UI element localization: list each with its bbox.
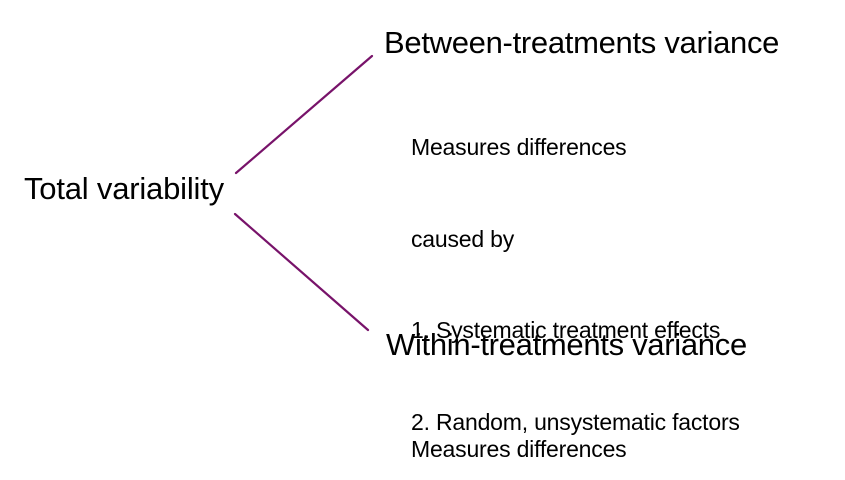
detail-block-within-treatments: Measures differences caused by 1. Random… (411, 373, 740, 480)
detail-line: Measures differences (411, 436, 627, 462)
connector-to-between (234, 54, 374, 175)
root-node-label: Total variability (24, 171, 224, 206)
detail-block-between-treatments: Measures differences caused by 1. System… (411, 71, 740, 480)
detail-line: 1. Systematic treatment effects (411, 317, 721, 343)
detail-line: Measures differences (411, 134, 627, 160)
detail-line: caused by (411, 225, 515, 252)
branch-heading-within-treatments: Within-treatments variance (386, 327, 747, 362)
connector-to-within (233, 212, 370, 332)
detail-line: 2. Random, unsystematic factors (411, 408, 740, 435)
branch-heading-between-treatments: Between-treatments variance (384, 25, 780, 60)
